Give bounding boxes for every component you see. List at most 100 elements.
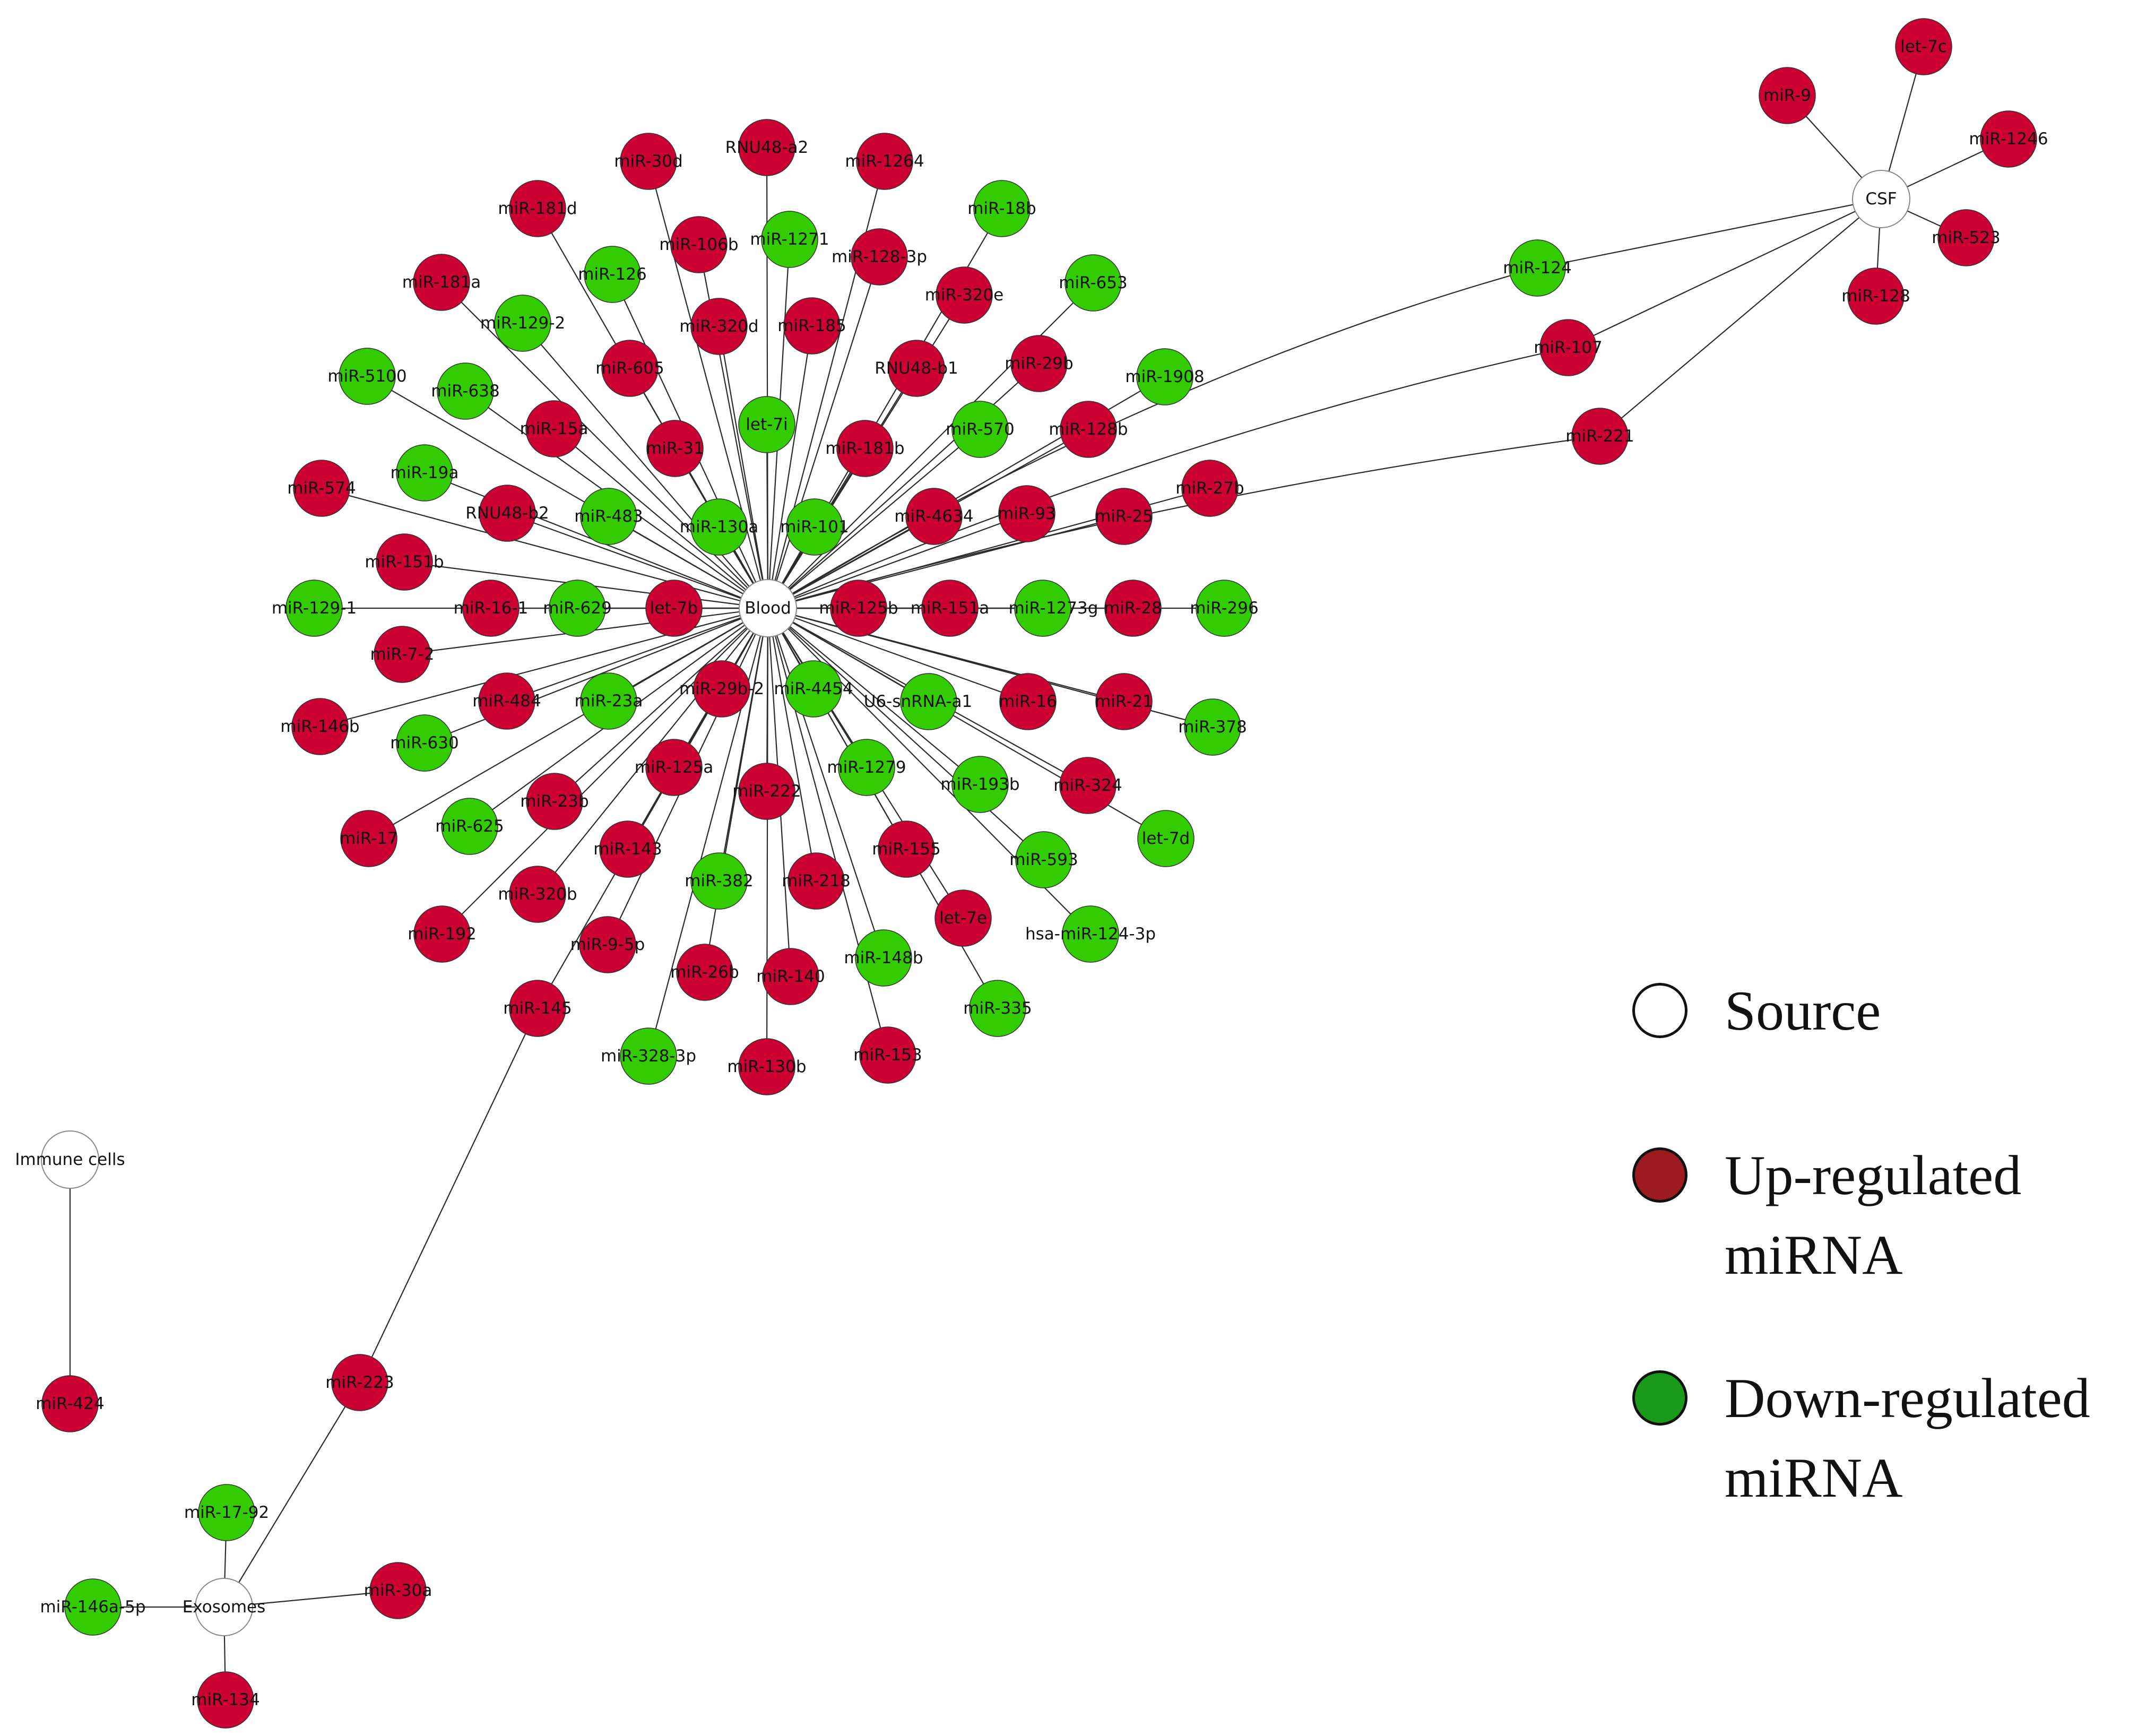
node-circle (645, 739, 703, 796)
node-label: miR-630 (390, 733, 458, 753)
node-circle (339, 348, 396, 405)
mirna-node-mir-27b: miR-27b (1175, 460, 1244, 517)
edge-blood-n_320d (718, 326, 769, 609)
mirna-node-mir-107: miR-107 (1534, 319, 1603, 376)
node-circle (838, 739, 895, 796)
node-circle (1064, 254, 1122, 312)
mirna-node-mir-630: miR-630 (390, 714, 459, 772)
node-circle (645, 580, 703, 637)
node-circle (900, 673, 957, 730)
mirna-node-mir-9-5p: miR-9-5p (570, 916, 645, 973)
mirna-node-mir-192: miR-192 (408, 905, 477, 963)
node-circle (738, 1038, 795, 1095)
node-label: miR-23b (520, 792, 588, 811)
mirna-node-mir-129-2: miR-129-2 (480, 295, 565, 352)
node-circle (690, 852, 748, 910)
node-label: miR-335 (963, 999, 1032, 1018)
node-label: miR-193b (940, 775, 1019, 794)
node-circle (293, 460, 350, 517)
mirna-node-mir-335: miR-335 (963, 980, 1032, 1037)
node-label: miR-296 (1190, 599, 1258, 618)
node-label: miR-382 (685, 871, 753, 891)
mirna-node-mir-193b: miR-193b (940, 756, 1020, 813)
node-label: miR-29b (1005, 354, 1073, 373)
edge-blood-n_rnu48b2 (507, 512, 768, 609)
edge-blood-n_29b (767, 363, 1040, 609)
node-label: RNU48-b2 (465, 504, 549, 523)
node-label: miR-146b (280, 717, 359, 736)
mirna-node-mir-130a: miR-130a (680, 498, 758, 556)
node-circle (787, 852, 845, 910)
node-label: miR-593 (1009, 850, 1078, 869)
mirna-node-mir-221: miR-221 (1565, 408, 1634, 465)
mirna-node-mir-145: miR-145 (503, 980, 572, 1037)
mirna-node-mir-653: miR-653 (1059, 254, 1128, 312)
node-label: miR-1279 (827, 758, 906, 777)
node-circle (1104, 580, 1162, 637)
mirna-node-mir-129-1: miR-129-1 (272, 580, 357, 637)
node-label: miR-320e (925, 286, 1004, 305)
mirna-node-mir-128-3p: miR-128-3p (832, 228, 927, 286)
mirna-node-rnu48-b1: RNU48-b1 (875, 340, 958, 397)
mirna-node-hsa-mir-124-3p: hsa-miR-124-3p (1025, 905, 1156, 963)
edge-csf-n_124 (1537, 198, 1882, 269)
node-circle (340, 810, 397, 867)
edge-blood-n_30d (647, 161, 769, 609)
node-label: miR-128b (1049, 420, 1128, 439)
node-label: let-7i (746, 415, 787, 434)
node-label: miR-15a (520, 419, 588, 438)
node-label: miR-16-1 (454, 599, 529, 618)
node-label: miR-653 (1059, 273, 1127, 292)
node-circle (1937, 209, 1995, 266)
mirna-node-let-7b: let-7b (645, 580, 703, 637)
node-circle (761, 211, 818, 268)
mirna-node-let-7c: let-7c (1895, 18, 1952, 75)
node-label: miR-129-2 (480, 314, 565, 333)
mirna-node-mir-320d: miR-320d (679, 298, 759, 355)
node-circle (830, 580, 887, 637)
edge-blood-n_185 (767, 325, 813, 609)
mirna-node-mir-28: miR-28 (1104, 580, 1162, 637)
node-label: miR-23a (575, 692, 643, 711)
mirna-node-mir-16-1: miR-16-1 (454, 580, 529, 637)
node-circle (580, 672, 637, 730)
node-circle (579, 916, 636, 973)
node-circle (285, 580, 343, 637)
node-circle (690, 298, 748, 355)
node-circle (973, 180, 1031, 237)
mirna-node-mir-126: miR-126 (578, 246, 647, 303)
node-label: let-7c (1900, 37, 1947, 56)
node-circle (374, 626, 431, 683)
node-circle (1895, 18, 1952, 75)
edge-blood-n_4634 (767, 516, 934, 609)
node-circle (509, 980, 566, 1037)
edge-blood-n_148b (767, 608, 885, 958)
mirna-node-mir-146a-5p: miR-146a-5p (40, 1578, 146, 1636)
node-circle (676, 944, 733, 1001)
node-circle (1184, 698, 1241, 756)
node-label: miR-320d (679, 317, 758, 336)
edge-exosomes-n_223 (223, 1382, 360, 1608)
node-circle (376, 533, 433, 591)
node-circle (494, 295, 551, 352)
edge-blood-n_15a (553, 428, 768, 609)
mirna-node-mir-218: miR-218 (782, 852, 851, 910)
node-circle (1062, 905, 1119, 963)
node-label: miR-9 (1763, 86, 1811, 105)
mirna-node-mir-16: miR-16 (999, 673, 1057, 730)
node-circle (855, 929, 912, 987)
source-node-exosomes: Exosomes (183, 1578, 265, 1636)
mirna-node-mir-1246: miR-1246 (1969, 110, 2048, 168)
node-circle (599, 821, 656, 878)
node-circle (646, 420, 704, 477)
mirna-node-mir-151b: miR-151b (365, 533, 444, 591)
legend-label-up-regulated: Up-regulated miRNA (1725, 1144, 2022, 1286)
edge-csf-n_107 (1568, 198, 1882, 348)
node-label: miR-129-1 (272, 599, 357, 618)
node-label: miR-1264 (845, 152, 924, 171)
mirna-node-mir-570: miR-570 (946, 401, 1015, 458)
node-label: miR-18b (967, 199, 1036, 218)
mirna-node-mir-30a: miR-30a (364, 1562, 432, 1619)
